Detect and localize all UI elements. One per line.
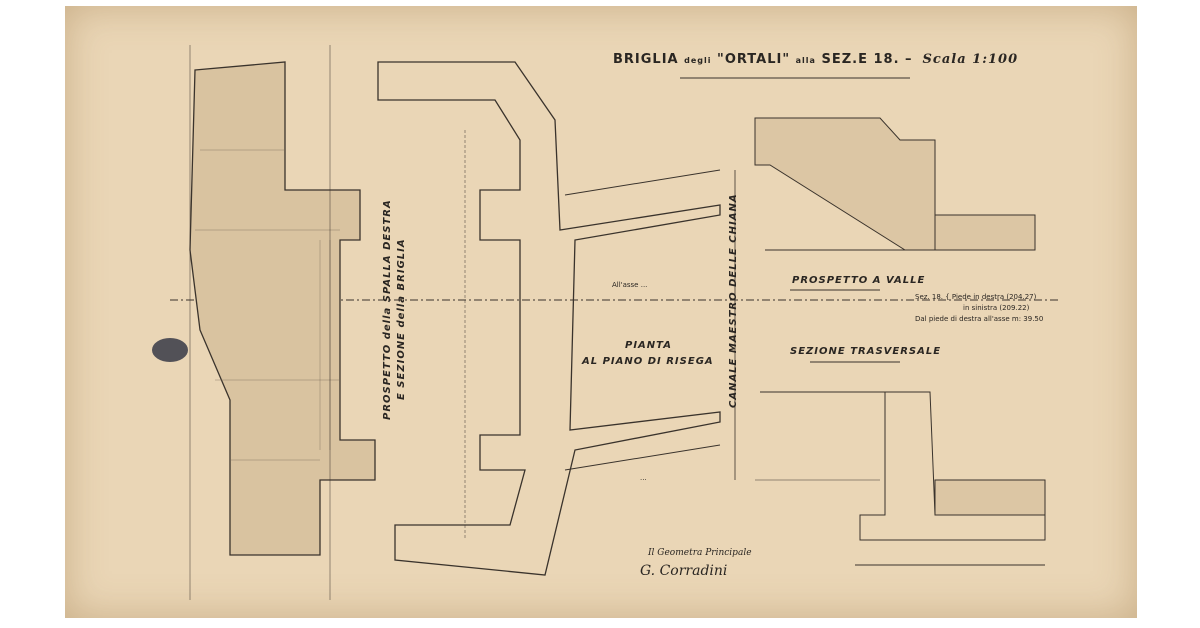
left-view-caption: PROSPETTO della SPALLA DESTRA <box>382 199 393 420</box>
axis-note-bottom: ... <box>640 474 647 482</box>
signature-role: Il Geometra Principale <box>648 548 752 558</box>
canal-caption: CANALE MAESTRO DELLE CHIANA <box>728 193 739 408</box>
cross-section-caption: SEZIONE TRASVERSALE <box>790 346 942 357</box>
downstream-elevation <box>754 117 936 251</box>
plan-caption: PIANTA <box>625 340 672 351</box>
signature: G. Corradini <box>640 563 728 579</box>
ink-stain <box>152 338 188 362</box>
axis-note-top: All'asse ... <box>612 281 648 289</box>
plan-outline <box>377 61 721 576</box>
left-view-caption-2: E SEZIONE della BRIGLIA <box>396 238 407 400</box>
section-note: Sez. 18. { Piede in destra (204.27) in s… <box>915 293 1044 323</box>
cross-section <box>760 391 1046 541</box>
plan-caption-2: AL PIANO DI RISEGA <box>582 356 714 367</box>
abutment-elevation <box>189 61 376 556</box>
downstream-caption: PROSPETTO A VALLE <box>792 275 926 286</box>
drawing-title: BRIGLIA degli "ORTALI" alla SEZ.E 18. –S… <box>613 52 1019 67</box>
